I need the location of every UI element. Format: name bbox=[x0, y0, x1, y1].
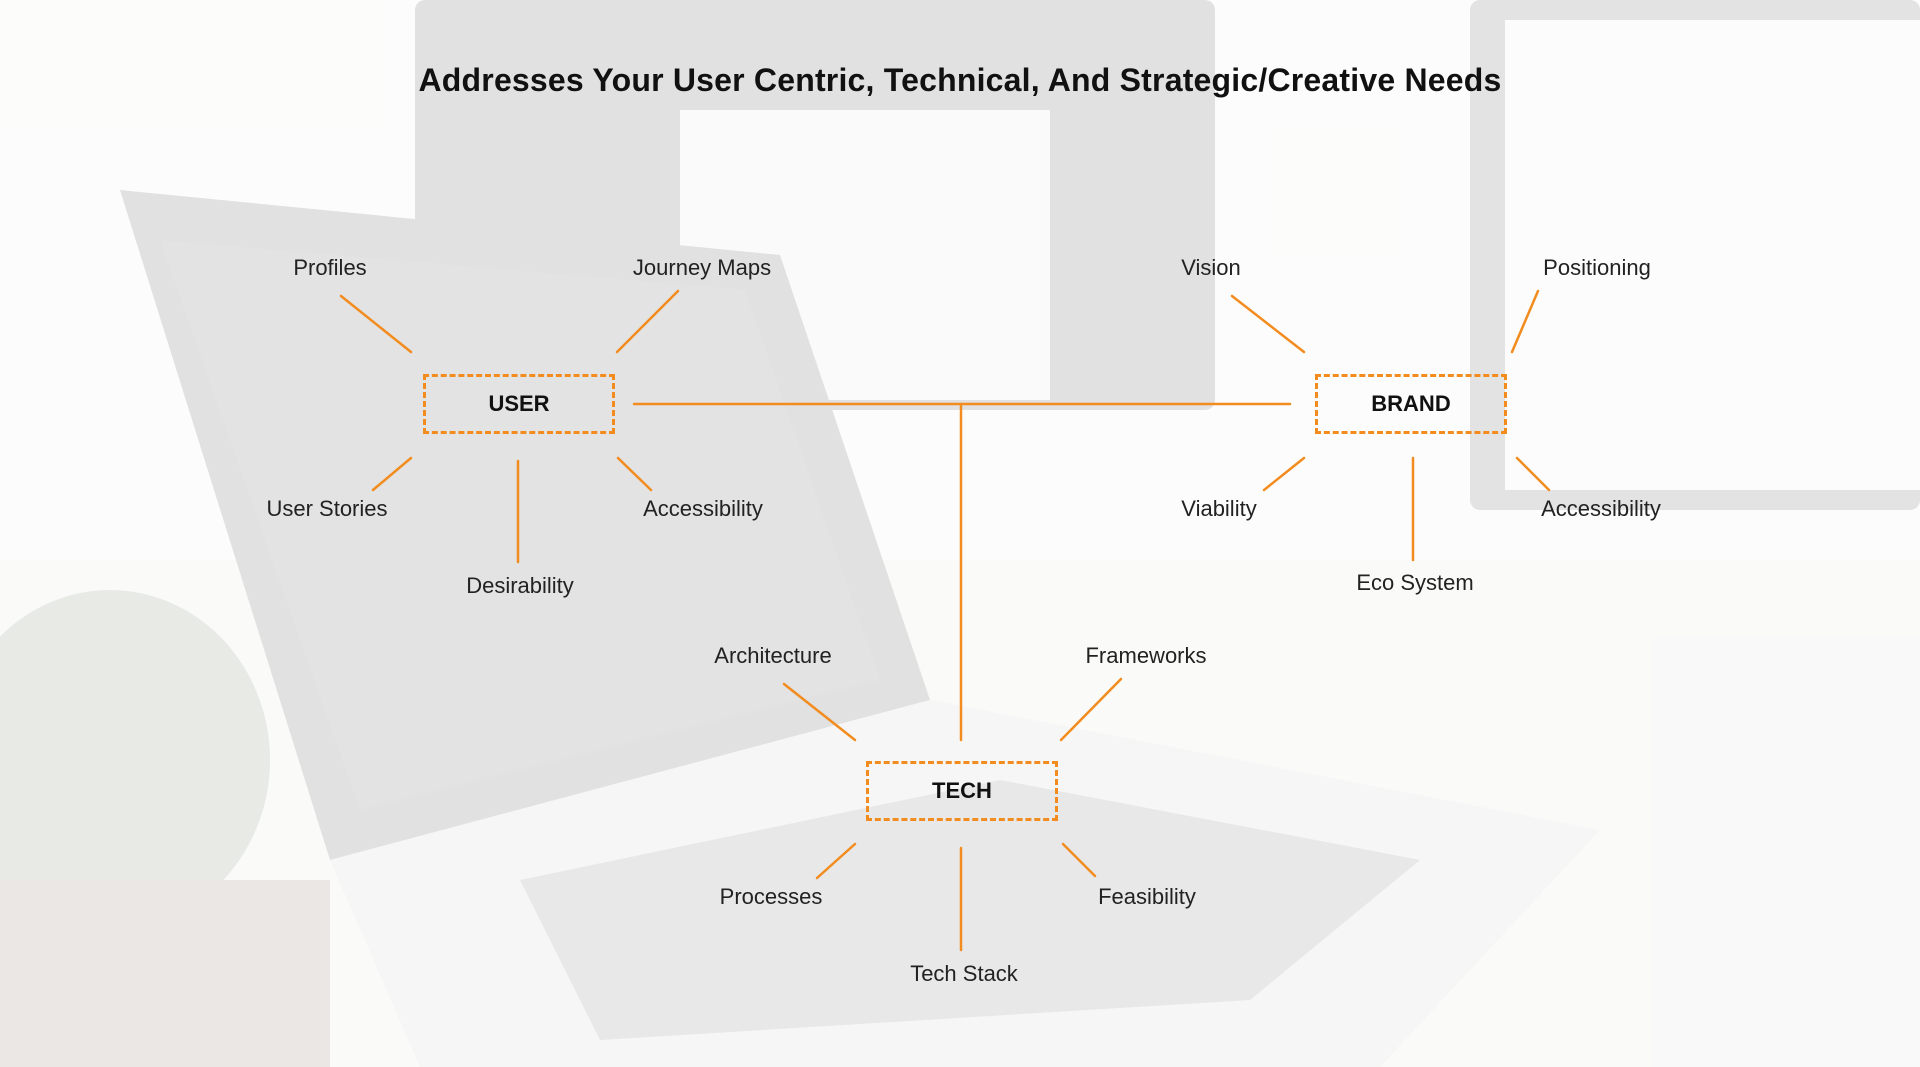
tech-hub: TECH bbox=[866, 761, 1058, 821]
tech-feasibility-spoke bbox=[1061, 842, 1097, 878]
label-feasibility: Feasibility bbox=[1098, 884, 1196, 909]
label-desirability: Desirability bbox=[466, 573, 574, 598]
label-eco-system: Eco System bbox=[1356, 570, 1474, 595]
label-positioning: Positioning bbox=[1543, 255, 1651, 280]
user-profiles-spoke bbox=[339, 294, 413, 354]
label-processes: Processes bbox=[719, 884, 823, 909]
label-brand-accessibility: Accessibility bbox=[1541, 496, 1661, 521]
label-frameworks: Frameworks bbox=[1085, 643, 1207, 668]
tech-architecture-spoke bbox=[782, 682, 857, 742]
label-tech-stack: Tech Stack bbox=[910, 961, 1018, 986]
tech-frameworks-spoke bbox=[1059, 677, 1123, 742]
user-journey-spoke bbox=[615, 289, 680, 354]
label-user-accessibility: Accessibility bbox=[643, 496, 763, 521]
user-stories-spoke bbox=[371, 456, 413, 492]
label-vision: Vision bbox=[1181, 255, 1241, 280]
brand-accessibility-spoke bbox=[1515, 456, 1551, 492]
brand-viability-spoke bbox=[1262, 456, 1306, 492]
label-journey-maps: Journey Maps bbox=[632, 255, 772, 280]
label-viability: Viability bbox=[1181, 496, 1257, 521]
brand-positioning-spoke bbox=[1510, 289, 1540, 354]
page-title: Addresses Your User Centric, Technical, … bbox=[418, 62, 1502, 98]
label-user-stories: User Stories bbox=[266, 496, 388, 521]
label-profiles: Profiles bbox=[293, 255, 367, 280]
brand-hub: BRAND bbox=[1315, 374, 1507, 434]
brand-vision-spoke bbox=[1230, 294, 1306, 354]
user-hub: USER bbox=[423, 374, 615, 434]
label-architecture: Architecture bbox=[714, 643, 832, 668]
tech-processes-spoke bbox=[815, 842, 857, 880]
user-accessibility-spoke bbox=[616, 456, 653, 492]
